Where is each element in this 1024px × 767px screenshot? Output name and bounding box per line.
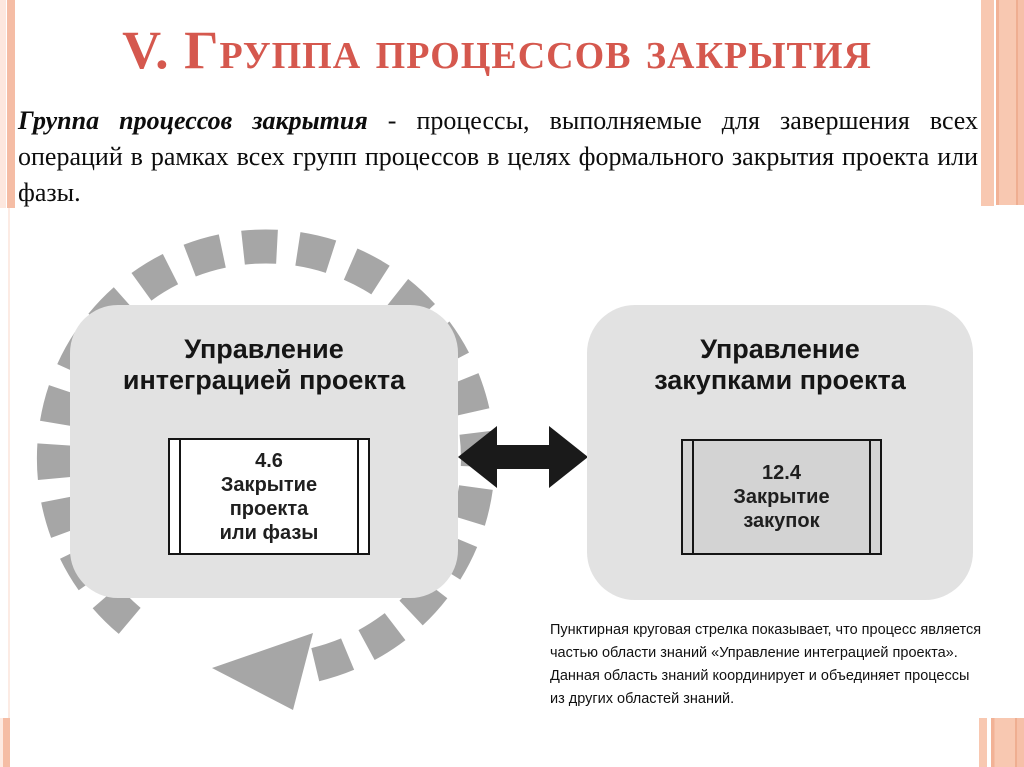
process-number: 12.4 <box>762 462 801 484</box>
process-box-12-4: 12.4 Закрытие закупок <box>681 439 882 555</box>
process-box-side-line <box>692 441 694 553</box>
intro-paragraph: Группа процессов закрытия - процессы, вы… <box>18 103 978 211</box>
circular-arrow-head-icon <box>212 633 313 710</box>
process-number: 4.6 <box>255 449 283 472</box>
left-bottom-stripe-light <box>0 718 3 767</box>
group-heading: Управление интеграцией проекта <box>122 334 406 395</box>
right-bottom-stripe-wide <box>991 718 1024 767</box>
diagram-shapes <box>36 229 588 710</box>
process-box-side-line <box>179 440 181 553</box>
left-bottom-stripe-peach <box>3 718 10 767</box>
dashed-circular-arrow-icon <box>36 229 495 688</box>
process-name: Закрытие закупок <box>733 486 830 532</box>
intro-lead-term: Группа процессов закрытия <box>18 106 368 135</box>
right-top-stripe-narrow <box>981 0 994 206</box>
slide-title: V. Группа процессов закрытия <box>122 20 872 80</box>
intro-definition: - процессы, выполняемые для завершения в… <box>18 106 978 207</box>
process-diagram: Управление интеграцией проекта 4.6 Закры… <box>0 220 1024 767</box>
process-box-4-6: 4.6 Закрытие проекта или фазы <box>168 438 370 555</box>
right-bottom-stripe-narrow <box>979 718 987 767</box>
process-box-side-line <box>869 441 871 553</box>
diagram-caption: Пунктирная круговая стрелка показывает, … <box>550 622 982 707</box>
process-name: Закрытие проекта или фазы <box>219 473 319 544</box>
left-middle-stripe <box>8 208 10 718</box>
double-arrow-icon <box>458 426 588 488</box>
process-box-side-line <box>357 440 359 553</box>
right-top-stripe-wide <box>996 0 1024 205</box>
group-heading: Управление закупками проекта <box>654 334 906 395</box>
left-top-stripe-light <box>0 0 6 208</box>
left-top-stripe-peach <box>7 0 15 208</box>
